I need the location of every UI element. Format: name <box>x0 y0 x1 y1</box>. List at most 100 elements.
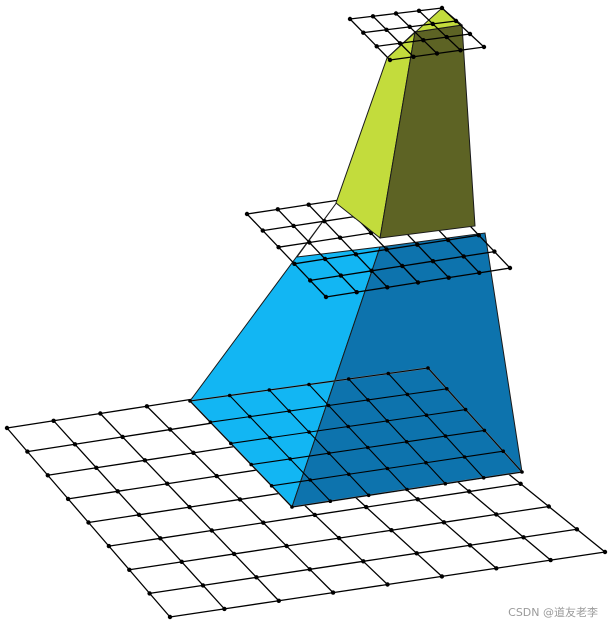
lower-footprint-mesh-node <box>426 366 430 370</box>
base-grid-node <box>179 559 184 564</box>
lower-footprint-mesh-node <box>443 434 448 438</box>
lower-footprint-mesh-node <box>268 436 272 440</box>
base-grid-node <box>144 404 150 409</box>
base-grid-node <box>467 489 472 494</box>
middle-grid-node <box>492 249 497 254</box>
middle-grid-node <box>275 207 280 212</box>
lower-footprint-mesh-node <box>385 419 390 423</box>
base-grid-node <box>209 528 214 533</box>
middle-grid-node <box>338 273 344 278</box>
base-grid-node <box>415 497 420 502</box>
base-grid-node <box>361 559 366 564</box>
lower-footprint-mesh-node <box>404 440 409 444</box>
top-grid-node <box>439 5 445 11</box>
lower-footprint-mesh-line <box>229 395 331 502</box>
base-grid-node <box>231 551 237 557</box>
base-grid-node <box>237 497 243 502</box>
base-grid-node <box>254 575 259 580</box>
lower-footprint-mesh-line <box>189 400 293 508</box>
top-grid-node <box>397 41 403 46</box>
lower-footprint-mesh-node <box>520 470 524 474</box>
middle-grid-node <box>446 275 451 280</box>
lower-footprint-mesh-node <box>290 505 294 509</box>
lower-frustum <box>188 197 524 509</box>
top-grid-line <box>418 10 461 51</box>
base-grid-node <box>65 496 71 502</box>
middle-grid-node <box>244 211 250 217</box>
middle-grid-node <box>430 259 436 264</box>
base-grid-node <box>168 427 173 432</box>
base-grid-node <box>72 442 78 447</box>
lower-footprint-mesh-node <box>208 420 213 425</box>
base-grid-node <box>200 583 206 588</box>
base-grid-node <box>187 504 192 510</box>
lower-footprint-mesh-line <box>427 367 523 473</box>
middle-grid-node <box>292 261 297 266</box>
lower-footprint-mesh-node <box>347 472 351 477</box>
middle-grid-node <box>260 228 265 233</box>
lower-footprint-mesh-node <box>462 455 467 459</box>
base-grid-node <box>307 567 312 572</box>
middle-grid-node <box>307 240 312 245</box>
lower-footprint-mesh-node <box>424 460 428 465</box>
top-grid-line <box>372 15 414 58</box>
base-grid-node <box>214 473 219 479</box>
lower-footprint-mesh-node <box>327 451 331 456</box>
base-grid-node <box>86 520 91 525</box>
base-grid-node <box>546 504 551 509</box>
middle-grid-node <box>354 290 359 295</box>
middle-grid-line <box>246 213 327 298</box>
top-grid-node <box>430 21 435 27</box>
lower-footprint-mesh-node <box>424 413 429 418</box>
base-grid-node <box>385 582 390 587</box>
lower-footprint-mesh-node <box>482 428 487 433</box>
base-grid-node <box>521 535 526 540</box>
middle-grid-node <box>291 223 296 229</box>
top-grid-node <box>407 24 412 29</box>
middle-grid-node <box>306 202 311 207</box>
lower-footprint-mesh-node <box>308 478 313 482</box>
base-grid-node <box>312 512 317 518</box>
top-grid-node <box>467 31 473 37</box>
middle-grid-node <box>445 237 451 243</box>
base-grid-node <box>167 614 173 620</box>
base-grid-node <box>25 449 30 454</box>
watermark: CSDN @道友老李 <box>508 606 598 619</box>
middle-grid-node <box>322 219 327 224</box>
top-grid-node <box>374 44 379 49</box>
base-grid-node <box>115 489 120 494</box>
lower-footprint-mesh-node <box>346 424 351 429</box>
lower-footprint-mesh-node <box>405 487 409 492</box>
base-grid-node <box>441 520 447 525</box>
lower-footprint-mesh-node <box>445 387 449 391</box>
lower-footprint-mesh-line <box>387 373 485 479</box>
base-grid-node <box>127 567 132 572</box>
base-grid-node <box>364 504 369 510</box>
base-grid-node <box>142 458 148 463</box>
lower-footprint-mesh-node <box>405 392 410 397</box>
base-grid-node <box>158 536 163 541</box>
lower-footprint-mesh-node <box>248 414 252 419</box>
lower-footprint-mesh-node <box>249 462 253 467</box>
base-grid-node <box>147 591 152 596</box>
middle-grid-node <box>385 285 390 290</box>
base-grid-node <box>494 566 499 571</box>
base-grid-node <box>518 481 523 486</box>
base-grid-node <box>45 473 50 478</box>
lower-footprint-mesh-node <box>481 476 486 480</box>
top-grid-node <box>347 16 353 22</box>
base-grid-node <box>222 606 227 612</box>
lower-footprint-mesh-node <box>307 430 311 434</box>
top-grid-node <box>393 11 399 16</box>
top-grid-node <box>434 51 440 56</box>
top-grid-node <box>361 30 366 35</box>
middle-grid-node <box>415 280 421 285</box>
base-grid-node <box>330 590 336 595</box>
top-grid <box>347 5 487 63</box>
base-grid-node <box>106 543 112 549</box>
top-grid-line <box>349 18 391 61</box>
lower-footprint-mesh-node <box>385 466 390 471</box>
base-grid-node <box>574 527 580 532</box>
base-grid-node <box>94 465 99 470</box>
